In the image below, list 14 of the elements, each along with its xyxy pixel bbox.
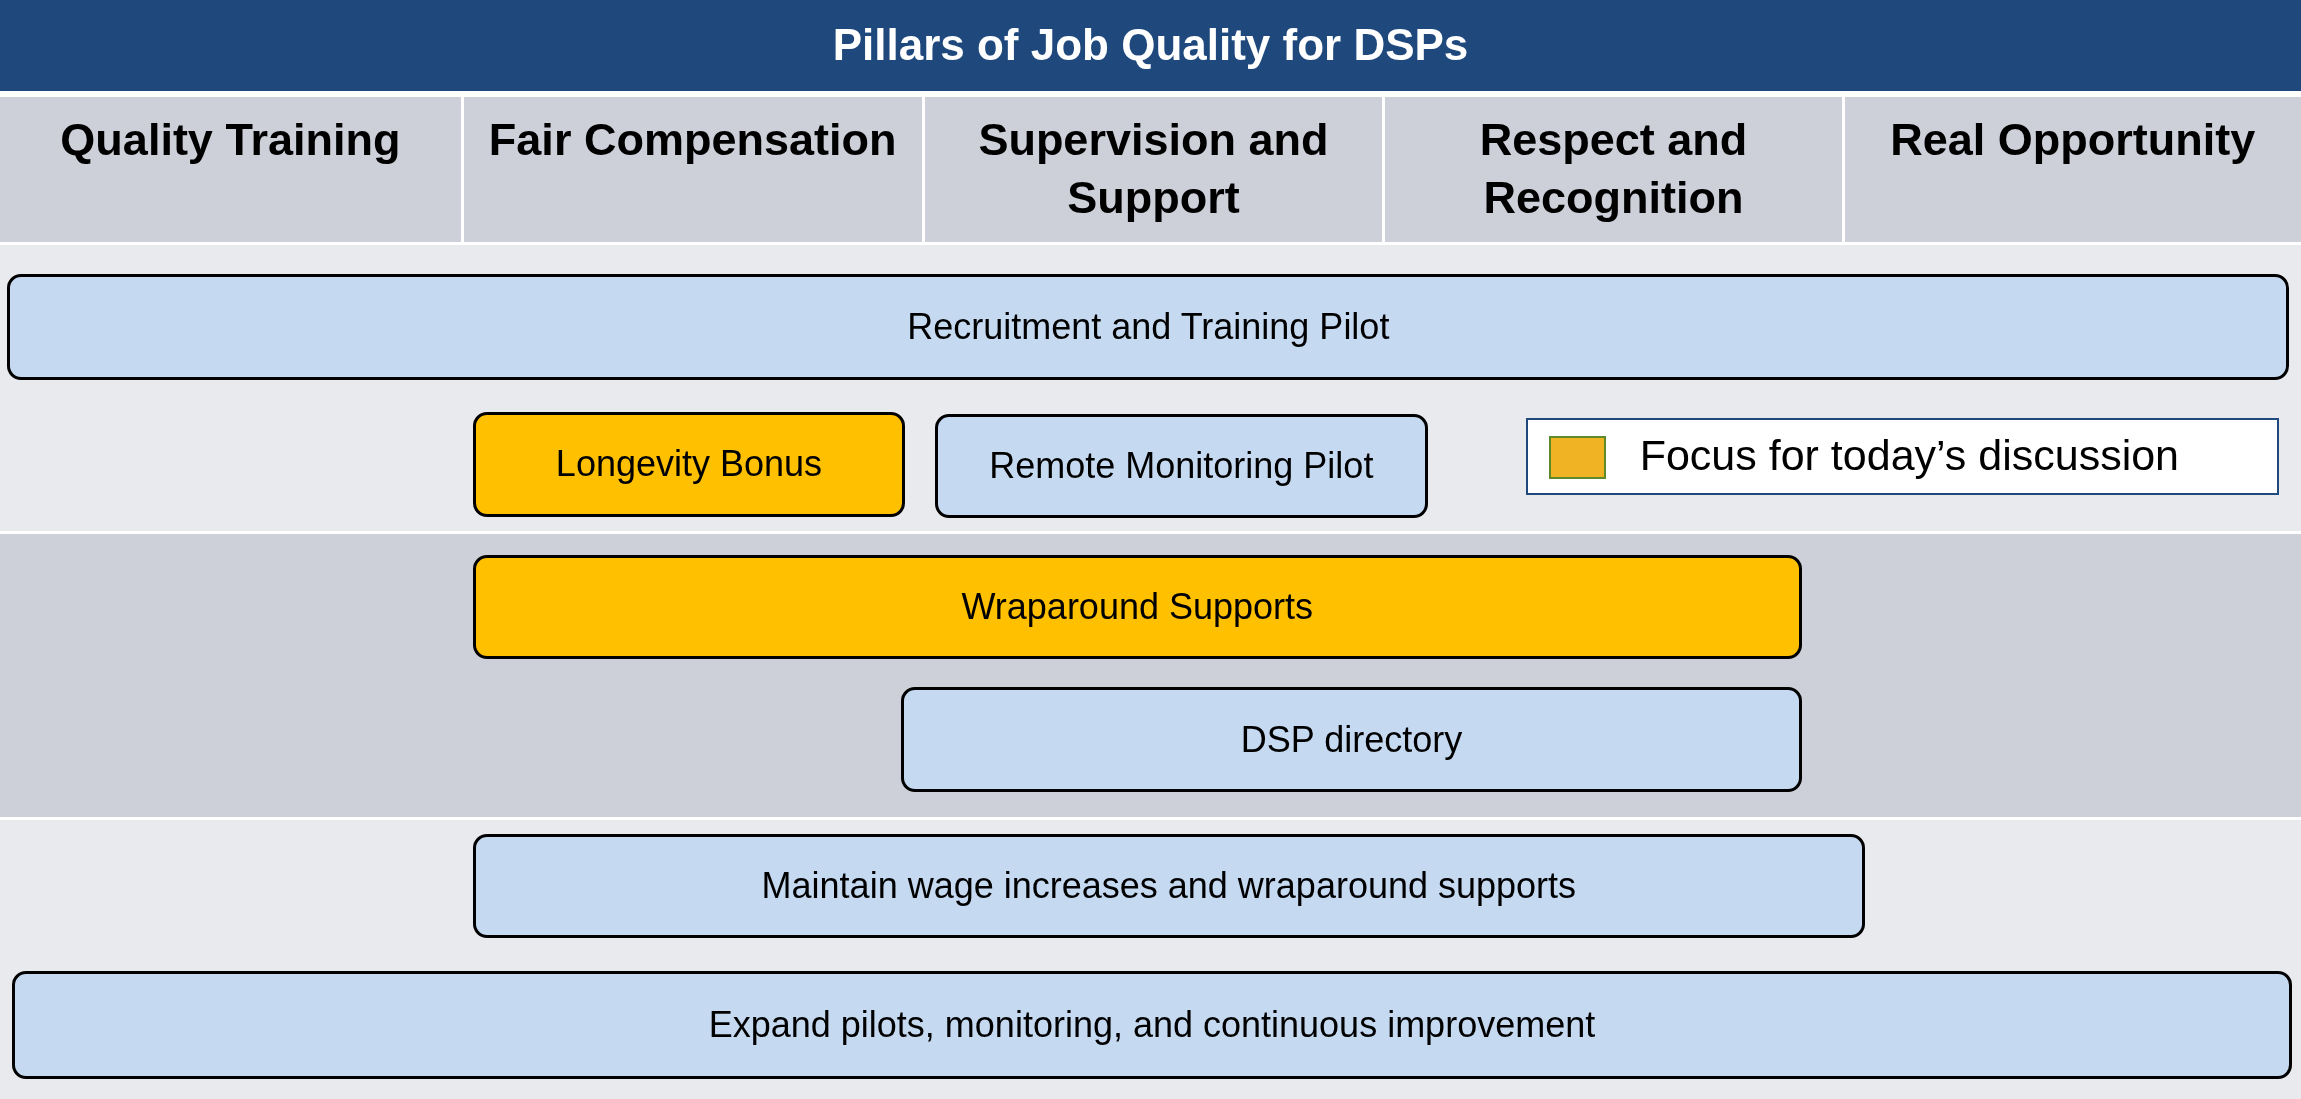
initiative-bar: Expand pilots, monitoring, and continuous improvement bbox=[11, 971, 2293, 1079]
column-header: Respect and Recognition bbox=[1385, 96, 1842, 243]
initiative-bar: Wraparound Supports bbox=[472, 554, 1803, 659]
column-header: Supervision and Support bbox=[924, 96, 1383, 243]
initiative-bar: Recruitment and Training Pilot bbox=[7, 274, 2290, 381]
initiative-bar: DSP directory bbox=[901, 686, 1803, 793]
column-header: Real Opportunity bbox=[1844, 96, 2301, 243]
column-header: Fair Compensation bbox=[463, 96, 922, 243]
initiative-bar: Longevity Bonus bbox=[472, 412, 906, 517]
initiative-bar: Maintain wage increases and wraparound supports bbox=[472, 833, 1866, 938]
initiative-bar: Remote Monitoring Pilot bbox=[934, 413, 1428, 518]
title-banner: Pillars of Job Quality for DSPs bbox=[0, 0, 2301, 91]
column-header: Quality Training bbox=[0, 96, 461, 243]
legend-label: Focus for today’s discussion bbox=[1639, 430, 2181, 482]
